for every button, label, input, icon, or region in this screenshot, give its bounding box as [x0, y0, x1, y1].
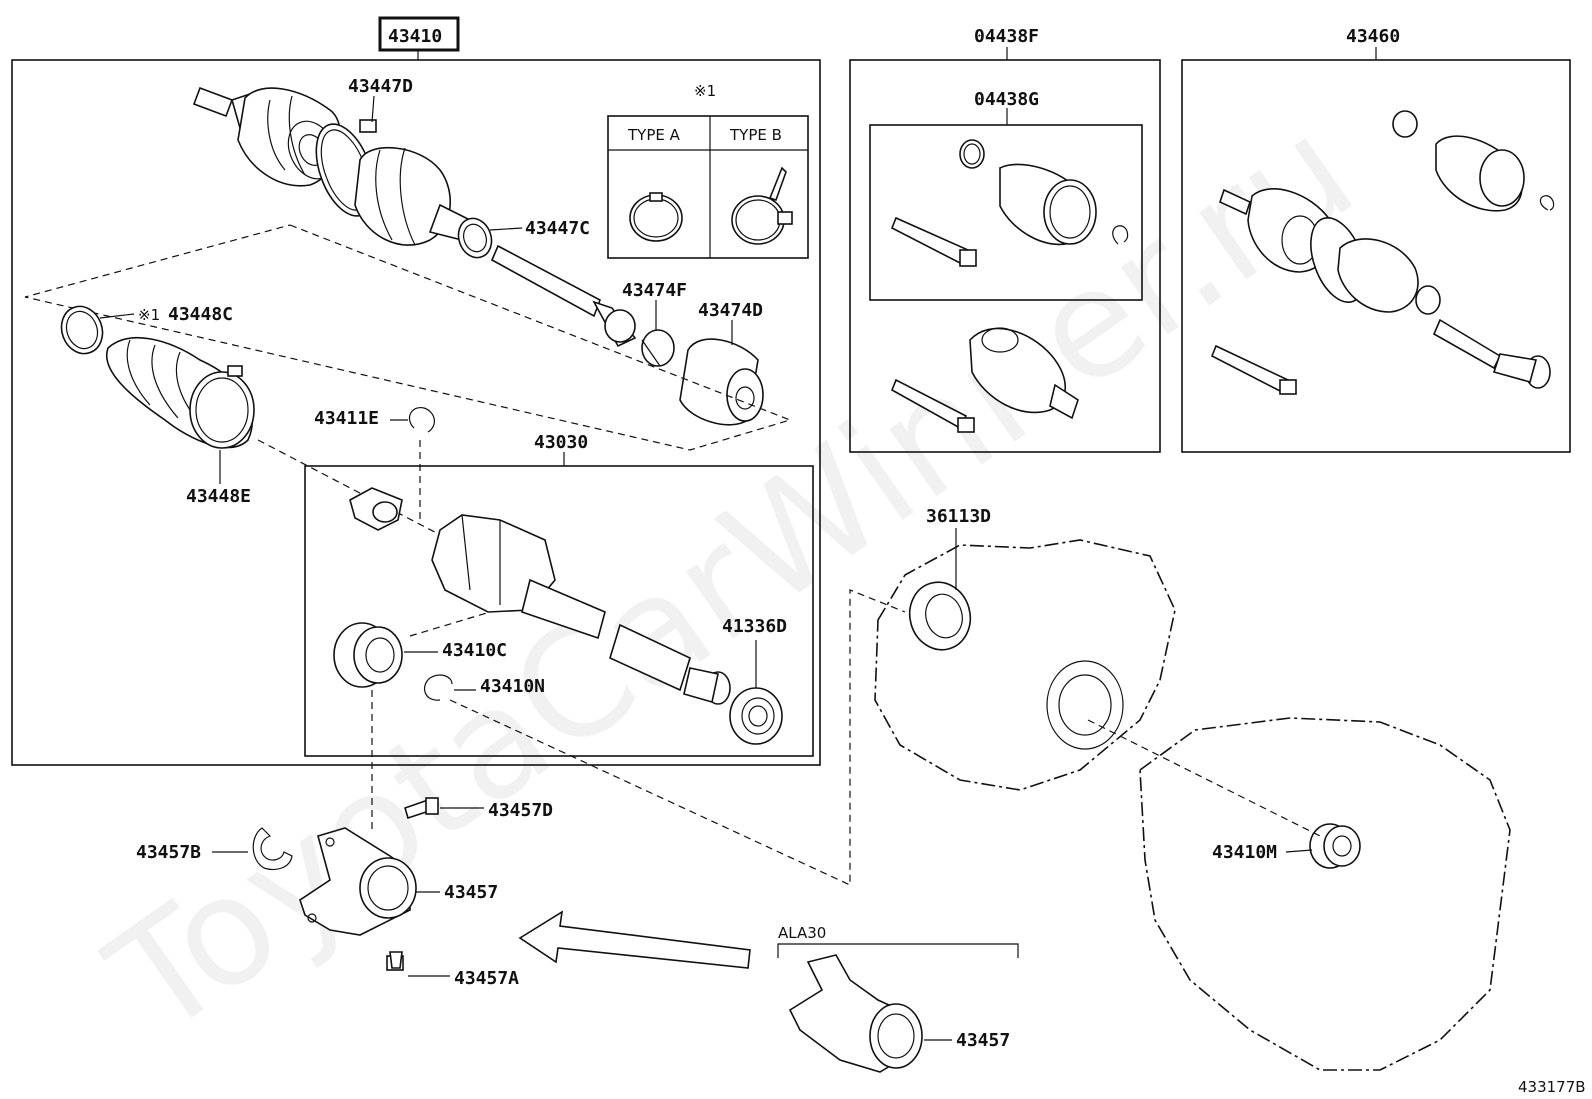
type-table: ※1 TYPE A TYPE B: [607, 82, 809, 259]
boot-clamp-43447C-icon: [457, 217, 493, 259]
label-43457[interactable]: 43457: [444, 882, 498, 903]
variant-label: ALA30: [778, 924, 826, 942]
bracket-43457-icon: [299, 827, 417, 936]
label-43448E[interactable]: 43448E: [186, 486, 251, 507]
diagram-id: 433177B: [1518, 1078, 1586, 1096]
clip-43457B-icon: [252, 827, 293, 871]
bolt-43457A-icon: [386, 951, 404, 971]
bolt-43457D-icon: [404, 797, 439, 820]
frame-43030: [304, 452, 814, 757]
frame-43460: 43460: [1181, 26, 1571, 453]
label-43410C[interactable]: 43410C: [442, 640, 507, 661]
label-43457B[interactable]: 43457B: [136, 842, 201, 863]
oil-seal-41336D-icon: [729, 687, 783, 745]
frame-43410: 43410: [11, 16, 821, 766]
tripod-joint-icon: [349, 487, 403, 531]
bearing-43410C-icon: [333, 622, 403, 688]
label-43030[interactable]: 43030: [534, 432, 588, 453]
label-43410N[interactable]: 43410N: [480, 676, 545, 697]
label-43460[interactable]: 43460: [1346, 26, 1400, 47]
label-43411E[interactable]: 43411E: [314, 408, 379, 429]
label-43474F[interactable]: 43474F: [622, 280, 687, 301]
label-41336D[interactable]: 41336D: [722, 616, 787, 637]
clamp-type-a-icon: [629, 192, 683, 242]
ring-43474F-icon: [641, 329, 675, 367]
label-36113D[interactable]: 36113D: [926, 506, 991, 527]
oil-seal-36113D-icon: [908, 581, 972, 651]
transaxle-housing-right-icon: [1139, 717, 1511, 1071]
transaxle-housing-left-icon: [874, 539, 1176, 791]
clamp-type-b-icon: [731, 166, 793, 245]
arrow-left-icon: [518, 910, 751, 969]
boot-kit-04438G-icon: [890, 139, 1129, 267]
inboard-boot-icon: [105, 336, 255, 449]
label-04438G[interactable]: 04438G: [974, 89, 1039, 110]
type-a-header: TYPE A: [627, 126, 681, 144]
frame-04438F: 04438F 04438G: [849, 26, 1161, 453]
label-43457A[interactable]: 43457A: [454, 968, 519, 989]
label-43410[interactable]: 43410: [388, 26, 442, 47]
snap-ring-43410N-icon: [423, 674, 453, 701]
label-43448C[interactable]: 43448C: [168, 304, 233, 325]
boot-kit-04438F-icon: [890, 327, 1079, 433]
label-04438F[interactable]: 04438F: [974, 26, 1039, 47]
variant-ala30: ALA30: [777, 924, 1019, 1073]
type-table-note: ※1: [694, 82, 716, 100]
damper-43474D-icon: [679, 338, 764, 426]
label-43410M[interactable]: 43410M: [1212, 842, 1277, 863]
drive-shaft-icon: [490, 244, 637, 348]
seal-43410M-icon: [1309, 823, 1361, 869]
outboard-joint-icon: [192, 86, 342, 187]
label-43474D[interactable]: 43474D: [698, 300, 763, 321]
inboard-housing-icon: [431, 514, 731, 705]
outboard-boot-icon: [354, 146, 472, 246]
label-43448C-note: ※1: [138, 306, 160, 324]
label-43457-ala30[interactable]: 43457: [956, 1030, 1010, 1051]
clamp-43448C-icon: [60, 305, 104, 355]
label-43457D[interactable]: 43457D: [488, 800, 553, 821]
shaft-assembly-43460-icon: [1210, 110, 1555, 395]
snap-ring-43411E-icon: [409, 406, 435, 433]
label-43447D[interactable]: 43447D: [348, 76, 413, 97]
label-43447C[interactable]: 43447C: [525, 218, 590, 239]
type-b-header: TYPE B: [729, 126, 782, 144]
